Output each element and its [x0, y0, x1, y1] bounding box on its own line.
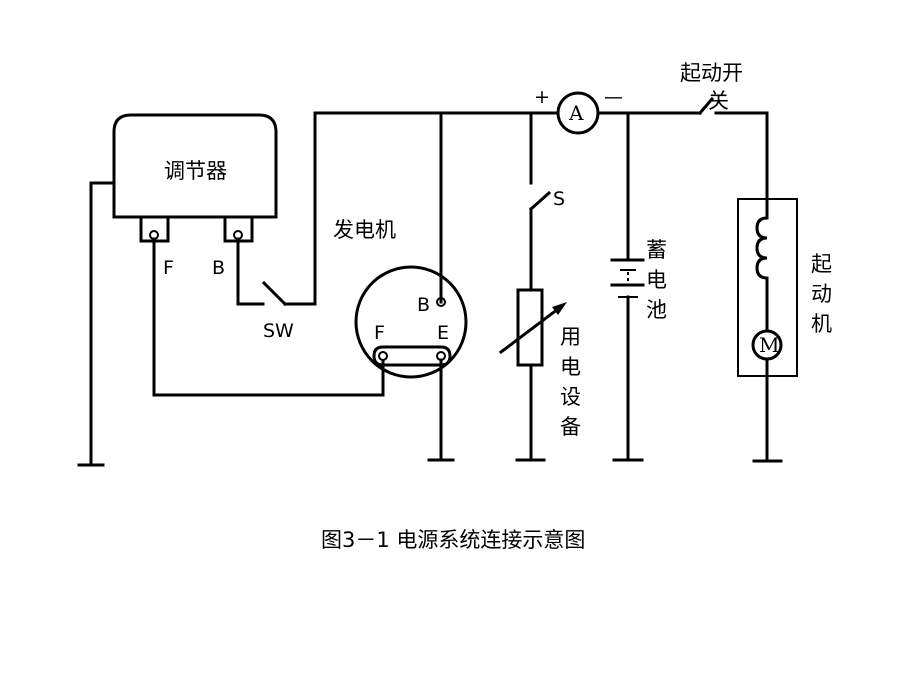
s-switch-blade	[528, 190, 552, 212]
sw-to-main-wire	[283, 111, 560, 306]
starter-label-char-2: 动	[811, 282, 832, 306]
start-switch-to-starter-wire	[714, 111, 769, 202]
sw-switch-label: SW	[263, 320, 294, 342]
starter-motor-symbol: M	[759, 333, 779, 357]
ammeter-plus-label: +	[534, 86, 550, 108]
regulator-terminal-f-label: F	[163, 257, 174, 279]
battery-label-char-3: 池	[646, 298, 667, 322]
battery-label-char-1: 蓄	[646, 238, 667, 262]
load-variable-arrow	[498, 303, 565, 355]
start-switch-blade	[697, 96, 715, 116]
field-wire	[152, 237, 385, 397]
load-resistor	[516, 288, 544, 367]
regulator-terminal-f-block	[139, 215, 170, 243]
generator-terminal-e-label: E	[437, 322, 449, 344]
s-switch-label: S	[553, 188, 565, 210]
figure-caption: 图3－1 电源系统连接示意图	[321, 528, 585, 552]
start-switch-label-line-2: 关	[708, 89, 729, 113]
regulator-b-wire	[236, 237, 265, 306]
ammeter-minus-label: —	[604, 86, 623, 108]
starter-coil	[755, 198, 769, 332]
generator-body	[354, 265, 468, 379]
load-label-char-1: 用	[560, 325, 581, 349]
ammeter-symbol: A	[568, 101, 584, 125]
generator-terminal-f-label: F	[374, 322, 385, 344]
generator-terminal-strip	[372, 345, 452, 367]
load-label-char-4: 备	[560, 415, 581, 439]
battery-label-char-2: 电	[646, 268, 667, 292]
regulator-terminal-b-block	[223, 215, 254, 243]
starter-label-char-3: 机	[811, 312, 832, 336]
regulator-label: 调节器	[164, 159, 227, 183]
load-label-char-2: 电	[560, 355, 581, 379]
generator-terminal-b-label: B	[417, 294, 430, 316]
load-label-char-3: 设	[560, 385, 581, 409]
load-variable-arrowhead	[552, 302, 567, 315]
generator-terminal-f	[378, 351, 388, 361]
starter-label-char-1: 起	[811, 252, 832, 276]
regulator-body	[112, 113, 278, 219]
start-switch-label-line-1: 起动开	[680, 61, 743, 85]
regulator-ground-wire	[89, 181, 116, 467]
generator-terminal-b	[436, 297, 446, 307]
regulator-terminal-b-label: B	[212, 257, 225, 279]
generator-label: 发电机	[333, 218, 396, 242]
sw-switch-blade	[261, 280, 288, 307]
